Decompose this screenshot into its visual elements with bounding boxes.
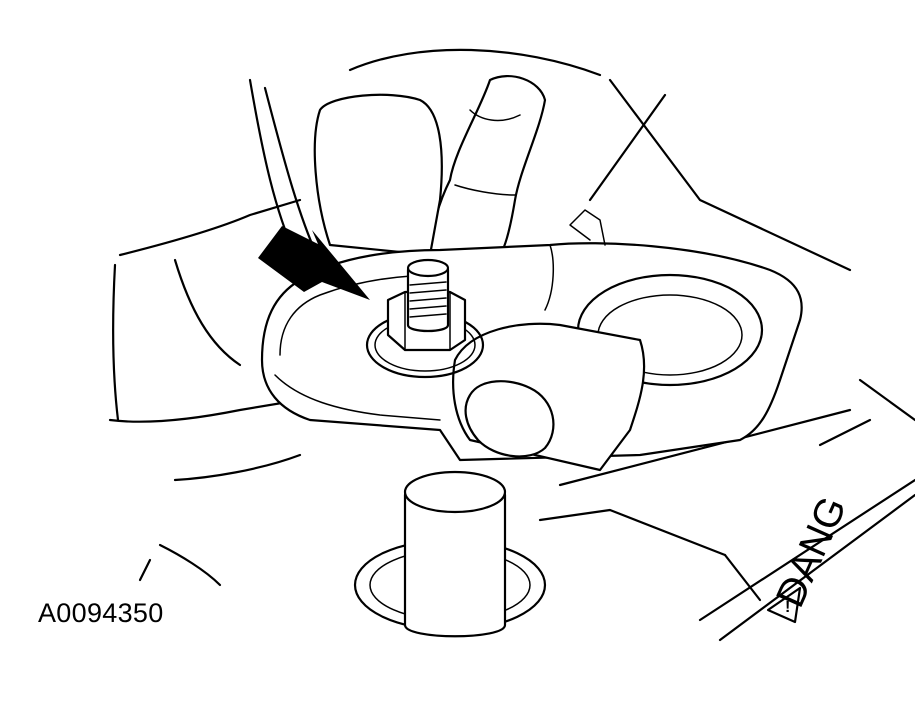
battery-post-front	[353, 470, 547, 638]
warning-triangle-icon: !	[766, 586, 802, 624]
battery-case	[538, 408, 915, 642]
figure-id-label: A0094350	[38, 598, 164, 628]
battery-cable	[313, 75, 547, 267]
callout-arrow-icon	[258, 226, 370, 300]
terminal-clamp	[260, 209, 803, 472]
svg-text:!: !	[785, 599, 790, 616]
warning-label-text: DANG	[768, 490, 855, 613]
terminal-nut-and-bolt	[365, 258, 485, 379]
warning-label: DANG	[768, 490, 855, 613]
engine-bay-background	[108, 48, 915, 587]
